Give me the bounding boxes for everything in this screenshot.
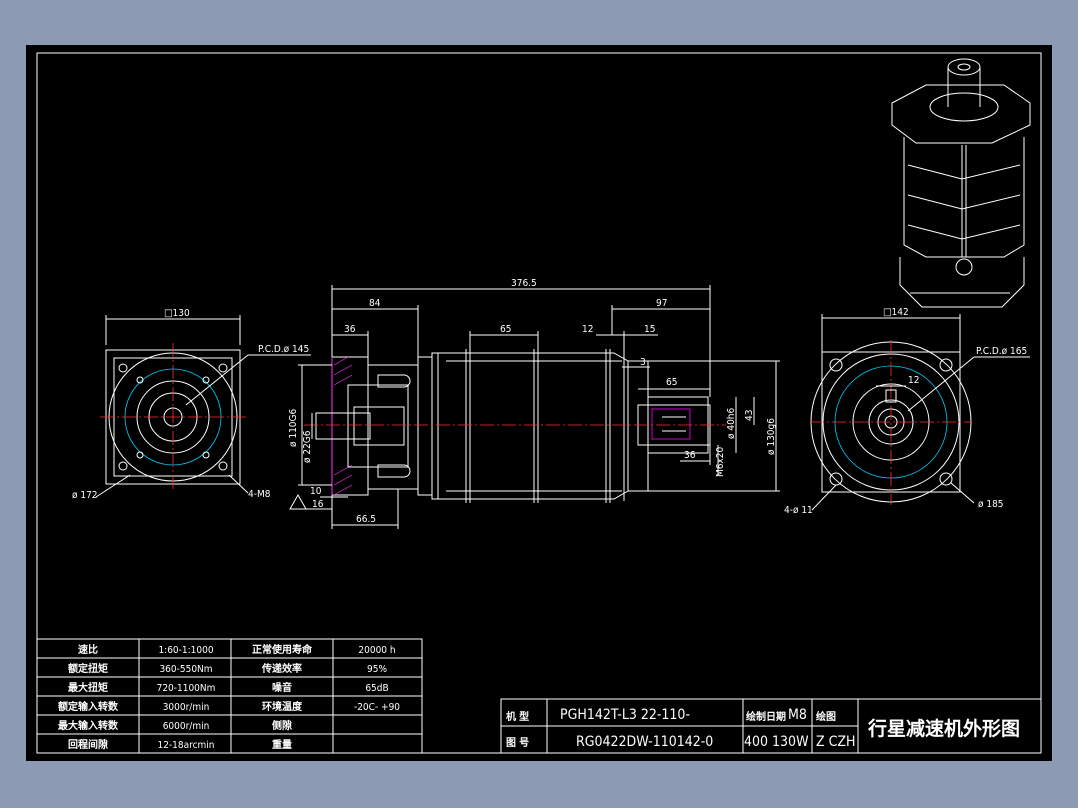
spec-cell-l2: 正常使用寿命 [252,643,313,656]
front-holes-dim: 4-M8 [248,489,271,500]
drawing-title: 行星减速机外形图 [867,717,1020,740]
rear-view: □142 12 P.C.D.ø 165 4-ø 11 ø 185 [784,307,1030,516]
dim-12: 12 [582,324,593,335]
rear-pcd-dim: P.C.D.ø 165 [976,346,1027,357]
dim-total-length: 376.5 [511,278,537,289]
dim-3: 3 [640,357,646,368]
dim-16: 16 [312,499,324,510]
drawer-value: Z CZH [816,734,856,750]
drawing-no-value: RG0422DW-110142-0 [576,734,713,750]
dim-thread: M6x20 [715,446,726,477]
cad-drawing-canvas: □130 P.C.D.ø 145 ø 172 4-M8 [26,45,1052,761]
spec-cell-v2: 20000 h [358,645,395,656]
rear-diameter-dim: ø 185 [978,499,1004,510]
spec-cell-l2: 侧隙 [272,719,292,732]
spec-cell-l2: 传递效率 [261,662,302,675]
dim-key-43: 43 [744,410,755,421]
spec-cell-v2: 65dB [365,683,388,694]
spec-cell-v1: 720-1100Nm [157,683,216,694]
dim-65-shaft: 65 [666,377,677,388]
spec-cell-l2: 环境温度 [262,700,303,713]
spec-cell-l1: 额定输入转数 [58,700,119,713]
drawing-svg: □130 P.C.D.ø 145 ø 172 4-M8 [36,52,1042,754]
spec-cell-v2: -20C- +90 [354,702,400,713]
spec-cell-v1: 360-550Nm [159,664,212,675]
date-label: 绘制日期 [746,710,786,723]
title-block: 机 型 PGH142T-L3 22-110- 图 号 RG0422DW-1101… [500,698,1042,754]
spec-cell-l1: 最大扭矩 [68,681,108,694]
front-pcd-dim: P.C.D.ø 145 [258,344,309,355]
overlap-text-2: 400 130W [744,734,809,750]
front-view: □130 P.C.D.ø 145 ø 172 4-M8 [72,308,311,501]
dim-36-key: 36 [684,450,696,461]
drawer-label: 绘图 [816,710,836,723]
dim-36: 36 [344,324,356,335]
dim-84: 84 [369,298,381,309]
side-view: 376.5 84 36 65 97 12 15 3 65 36 ø 40h6 4… [288,278,780,529]
model-value: PGH142T-L3 22-110- [560,707,690,723]
drawing-no-label: 图 号 [506,737,529,749]
front-diameter-dim: ø 172 [72,490,98,501]
spec-cell-v1: 12-18arcmin [157,740,214,751]
dim-66-5: 66.5 [356,514,376,525]
spec-cell-l2: 噪音 [272,681,292,694]
dim-15: 15 [644,324,655,335]
spec-cell-l1: 速比 [78,643,98,656]
dim-bore-22: ø 22G6 [302,430,313,463]
dim-bore-110: ø 110G6 [288,409,299,448]
spec-cell-l1: 额定扭矩 [68,662,108,675]
rear-key-dim: 12 [908,375,919,386]
dim-10: 10 [310,486,322,497]
dim-shaft-dia: ø 40h6 [726,407,737,439]
front-square-dim: □130 [164,308,190,319]
spec-cell-v2: 95% [367,664,387,675]
spec-table: 速比 1:60-1:1000 正常使用寿命 20000 h 额定扭矩 360-550Nm 传… [36,638,423,754]
spec-cell-v1: 3000r/min [163,702,210,713]
spec-cell-v1: 6000r/min [163,721,210,732]
dim-pilot-dia: ø 130g6 [766,418,777,455]
dim-97: 97 [656,298,667,309]
spec-cell-l2: 重量 [272,738,292,751]
dim-65-body: 65 [500,324,511,335]
spec-cell-l1: 最大输入转数 [58,719,119,732]
model-label: 机 型 [506,710,529,723]
spec-cell-l1: 回程间隙 [68,738,108,751]
overlap-text-1: M8 [788,707,807,723]
spec-cell-v1: 1:60-1:1000 [158,645,213,656]
isometric-view [891,58,1031,308]
rear-square-dim: □142 [883,307,909,318]
rear-holes-dim: 4-ø 11 [784,505,813,516]
